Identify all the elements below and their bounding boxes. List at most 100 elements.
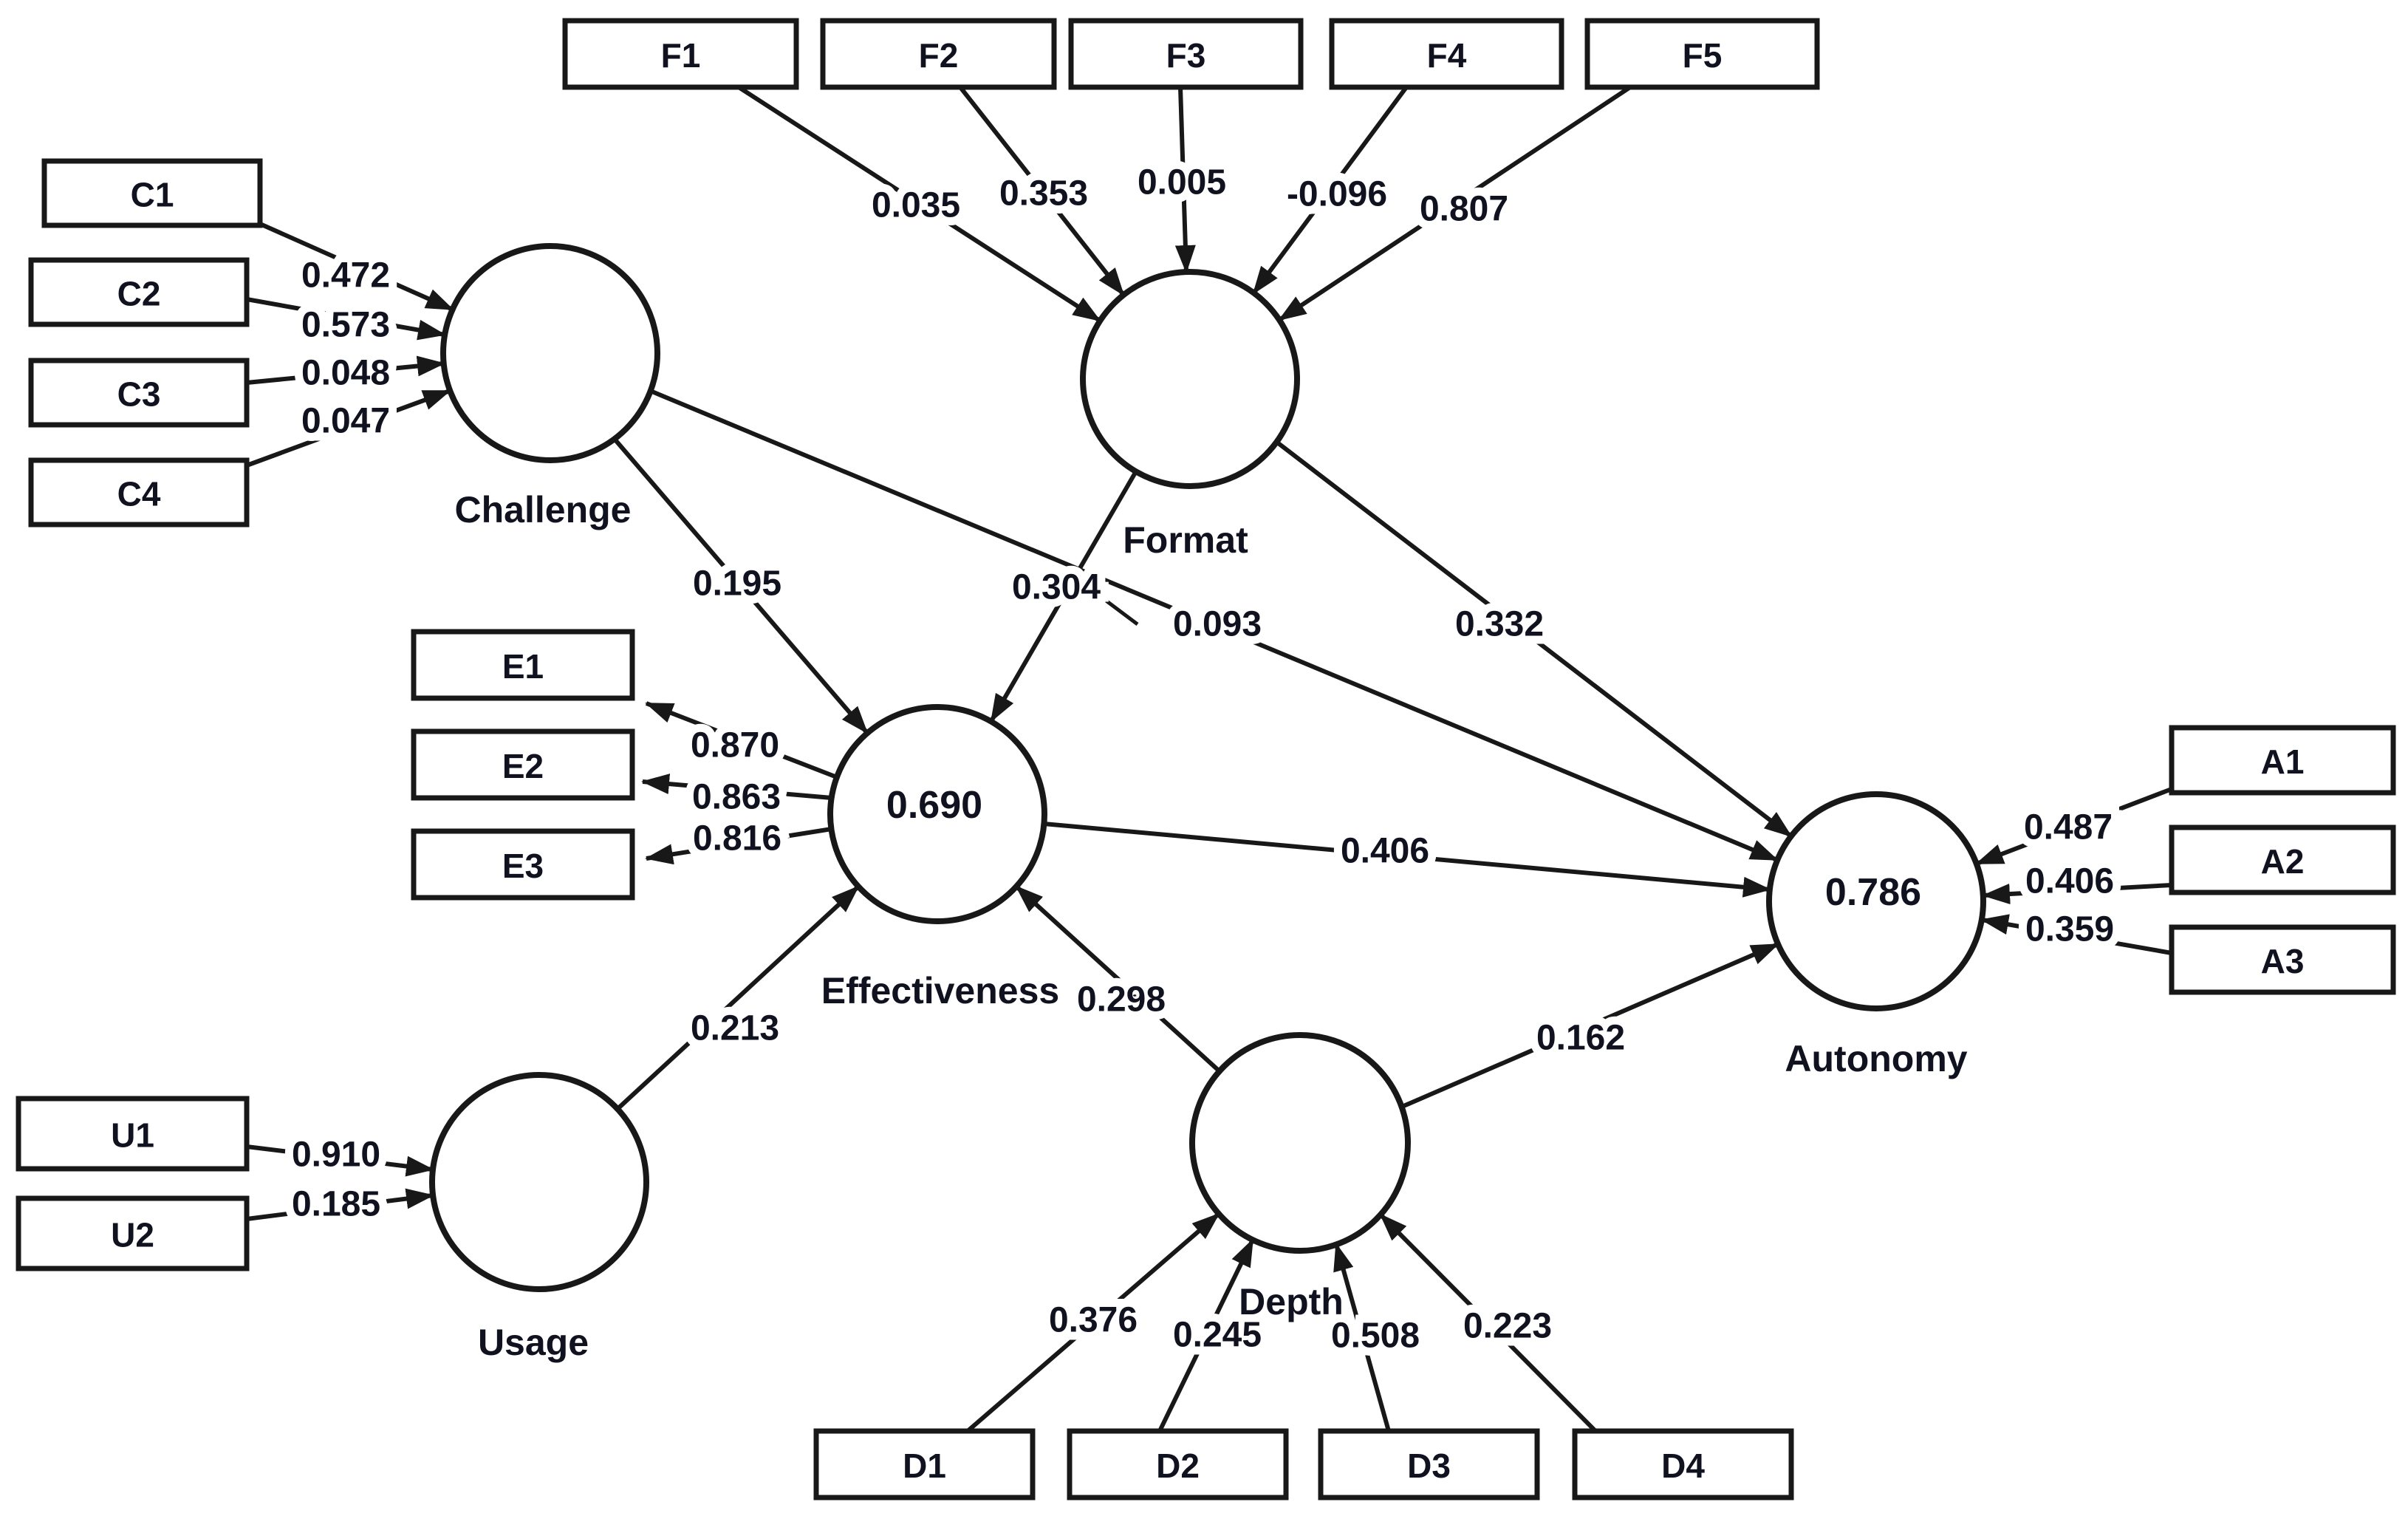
indicator-label-E3: E3 bbox=[502, 847, 544, 885]
edge-U2-to-usage bbox=[246, 1188, 434, 1221]
weight-label-U2-to-usage: 0.185 bbox=[292, 1185, 380, 1224]
indicator-box-F2 bbox=[820, 18, 1057, 90]
weight-label-C4-to-challenge: 0.047 bbox=[301, 402, 390, 441]
weight-label-F2-to-format: 0.353 bbox=[999, 174, 1088, 214]
edge-C2-to-challenge bbox=[246, 297, 446, 341]
indicator-box-F3 bbox=[1068, 18, 1304, 90]
weight-label-C2-to-challenge: 0.573 bbox=[301, 306, 390, 345]
indicator-box-A1 bbox=[2169, 725, 2396, 796]
weight-label-D1-to-depth: 0.376 bbox=[1049, 1301, 1138, 1340]
weight-label-A1-to-autonomy: 0.487 bbox=[2024, 808, 2113, 847]
indicator-box-C2 bbox=[28, 257, 250, 327]
edge-A3-to-autonomy bbox=[1980, 914, 2172, 955]
indicator-box-A3 bbox=[2169, 924, 2396, 995]
weight-label-C3-to-challenge: 0.048 bbox=[301, 354, 390, 393]
coef-label-effectiveness-to-autonomy: 0.406 bbox=[1341, 832, 1429, 871]
weight-label-D2-to-depth: 0.245 bbox=[1173, 1316, 1262, 1355]
weight-label-D3-to-depth: 0.508 bbox=[1331, 1317, 1420, 1356]
edge-C1-to-challenge bbox=[259, 222, 454, 312]
indicator-label-A2: A2 bbox=[2261, 842, 2305, 881]
indicator-box-C3 bbox=[28, 358, 250, 428]
indicator-box-F5 bbox=[1584, 18, 1820, 90]
edge-D3-to-depth bbox=[1333, 1243, 1391, 1432]
weight-label-effectiveness-to-E3: 0.816 bbox=[693, 819, 781, 858]
indicator-label-U2: U2 bbox=[111, 1216, 154, 1254]
latent-r2-effectiveness: 0.690 bbox=[886, 784, 982, 827]
coef-label-depth-to-autonomy: 0.162 bbox=[1536, 1019, 1625, 1058]
indicator-box-F1 bbox=[562, 18, 799, 90]
weight-label-C1-to-challenge: 0.472 bbox=[301, 256, 390, 296]
weight-label-A2-to-autonomy: 0.406 bbox=[2025, 862, 2114, 901]
indicator-box-C1 bbox=[41, 158, 263, 228]
indicator-label-A3: A3 bbox=[2261, 942, 2305, 980]
path-usage-to-effectiveness bbox=[615, 884, 861, 1111]
latent-circle-effectiveness bbox=[827, 704, 1047, 924]
weight-label-D4-to-depth: 0.223 bbox=[1463, 1307, 1552, 1346]
indicator-label-F5: F5 bbox=[1683, 36, 1723, 75]
edge-A1-to-autonomy bbox=[1975, 787, 2173, 866]
coef-label-usage-to-effectiveness: 0.213 bbox=[691, 1009, 779, 1048]
indicator-box-D3 bbox=[1318, 1428, 1540, 1500]
weight-label-F1-to-format: 0.035 bbox=[872, 186, 960, 225]
indicator-label-C2: C2 bbox=[117, 275, 161, 313]
latent-label-effectiveness: Effectiveness bbox=[821, 970, 1059, 1011]
weight-label-effectiveness-to-E2: 0.863 bbox=[692, 778, 781, 817]
latent-circle-format bbox=[1080, 269, 1300, 489]
indicator-label-F2: F2 bbox=[919, 36, 959, 75]
indicator-label-C1: C1 bbox=[131, 176, 174, 214]
path-depth-to-effectiveness bbox=[1014, 884, 1222, 1073]
indicator-label-A1: A1 bbox=[2261, 742, 2305, 781]
indicator-label-D2: D2 bbox=[1156, 1447, 1200, 1485]
path-format-to-effectiveness bbox=[989, 470, 1138, 723]
edge-D2-to-depth bbox=[1157, 1238, 1255, 1433]
indicator-box-E1 bbox=[411, 629, 635, 701]
weight-label-U1-to-usage: 0.910 bbox=[292, 1136, 380, 1175]
latent-label-depth: Depth bbox=[1239, 1281, 1344, 1322]
path-effectiveness-to-autonomy bbox=[1043, 822, 1771, 898]
label-connector bbox=[1098, 594, 1139, 626]
indicator-box-D1 bbox=[813, 1428, 1036, 1500]
coef-label-format-to-effectiveness: 0.304 bbox=[1012, 568, 1101, 607]
indicator-label-E1: E1 bbox=[502, 647, 544, 686]
indicator-box-U1 bbox=[16, 1096, 250, 1172]
indicator-label-F1: F1 bbox=[661, 36, 701, 75]
weight-label-effectiveness-to-E1: 0.870 bbox=[691, 726, 779, 765]
indicator-box-D4 bbox=[1572, 1428, 1794, 1500]
weight-label-F4-to-format: -0.096 bbox=[1287, 175, 1387, 214]
edge-U1-to-usage bbox=[246, 1144, 434, 1177]
edge-F1-to-format bbox=[737, 85, 1101, 323]
indicator-label-F3: F3 bbox=[1166, 36, 1206, 75]
edge-A2-to-autonomy bbox=[1982, 883, 2172, 905]
indicator-box-D2 bbox=[1067, 1428, 1289, 1500]
latent-circle-usage bbox=[429, 1072, 649, 1292]
latent-label-format: Format bbox=[1123, 519, 1248, 561]
indicator-label-U1: U1 bbox=[111, 1116, 154, 1155]
latent-circle-autonomy bbox=[1766, 791, 1986, 1011]
path-challenge-to-effectiveness bbox=[611, 436, 869, 734]
indicator-label-F4: F4 bbox=[1427, 36, 1467, 75]
edge-C3-to-challenge bbox=[246, 355, 445, 385]
edge-F3-to-format bbox=[1174, 86, 1196, 273]
edge-F2-to-format bbox=[958, 86, 1126, 296]
indicator-label-C3: C3 bbox=[117, 375, 161, 414]
weight-label-A3-to-autonomy: 0.359 bbox=[2025, 910, 2114, 949]
indicator-box-C4 bbox=[28, 457, 250, 527]
weight-label-F5-to-format: 0.807 bbox=[1420, 190, 1508, 229]
coef-label-format-to-autonomy: 0.332 bbox=[1455, 605, 1544, 644]
indicator-label-D1: D1 bbox=[903, 1447, 946, 1485]
indicator-label-E2: E2 bbox=[502, 747, 544, 785]
path-challenge-to-autonomy bbox=[647, 388, 1779, 862]
coef-label-depth-to-effectiveness: 0.298 bbox=[1077, 980, 1166, 1020]
edge-effectiveness-to-E1 bbox=[645, 701, 838, 779]
indicator-label-D4: D4 bbox=[1661, 1447, 1705, 1485]
edge-F5-to-format bbox=[1278, 85, 1632, 322]
latent-label-challenge: Challenge bbox=[455, 489, 632, 530]
edge-effectiveness-to-E3 bbox=[645, 827, 832, 865]
weight-label-F3-to-format: 0.005 bbox=[1138, 163, 1226, 202]
path-depth-to-autonomy bbox=[1400, 942, 1779, 1109]
latent-r2-autonomy: 0.786 bbox=[1825, 871, 1921, 914]
indicator-box-E2 bbox=[411, 728, 635, 801]
edge-C4-to-challenge bbox=[245, 389, 451, 468]
indicator-box-A2 bbox=[2169, 824, 2396, 895]
